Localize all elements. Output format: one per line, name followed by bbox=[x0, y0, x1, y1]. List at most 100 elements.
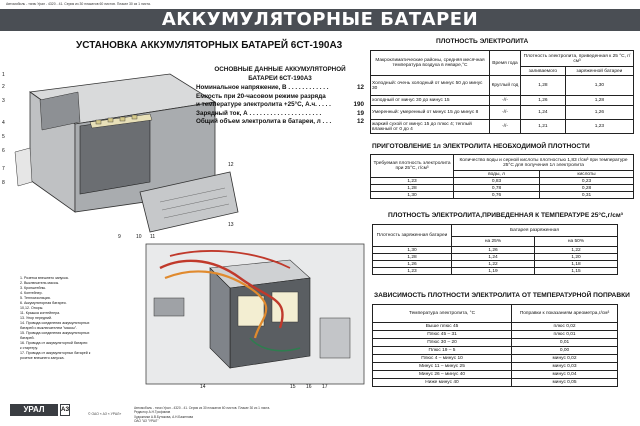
legend-item: 1. Розетка внешнего запуска. bbox=[20, 276, 69, 280]
installation-title: УСТАНОВКА АККУМУЛЯТОРНЫХ БАТАРЕЙ 6СТ-190… bbox=[76, 40, 343, 51]
reduced-density-table-title: ПЛОТНОСТЬ ЭЛЕКТРОЛИТА,ПРИВЕДЕННАЯ К ТЕМП… bbox=[388, 212, 623, 219]
density-table-title: ПЛОТНОСТЬ ЭЛЕКТРОЛИТА bbox=[436, 38, 529, 45]
header-acid: кислоты bbox=[539, 170, 634, 178]
callout-6: 6 bbox=[2, 148, 5, 154]
legend-item: 16. Провода от аккумуляторной батареи bbox=[20, 341, 88, 345]
temperature-correction-title: ЗАВИСИМОСТЬ ПЛОТНОСТИ ЭЛЕКТРОЛИТА ОТ ТЕМ… bbox=[374, 292, 630, 299]
wiring-drawing bbox=[145, 243, 365, 385]
callout-2: 2 bbox=[2, 84, 5, 90]
header-discharged: Батарея разряженная bbox=[451, 224, 618, 237]
legend-item: 3. Кронштейны. bbox=[20, 286, 47, 290]
callout-16: 16 bbox=[306, 384, 312, 390]
title-banner: АККУМУЛЯТОРНЫЕ БАТАРЕИ bbox=[0, 9, 640, 31]
legend-item: розетке внешнего запуска. bbox=[20, 356, 65, 360]
legend-item: 15. Провода соединения аккумуляторных bbox=[20, 331, 90, 335]
header-density: Плотность электролита, приведенная к 25 … bbox=[520, 50, 634, 67]
table-row: Умеренный: умеренный от минус 15 до мину… bbox=[370, 105, 635, 120]
preparation-table: Требуемая плотность электролита при 25°С… bbox=[370, 154, 634, 199]
footer-line: ОАО "АЗ "УРАЛ" bbox=[134, 419, 159, 424]
footer-credits: Автомобиль - тягач Урал - 4320 - 41. Сер… bbox=[134, 406, 270, 424]
callout-1: 1 bbox=[2, 72, 5, 78]
callout-14: 14 bbox=[200, 384, 206, 390]
legend-item: 6. Аккумуляторная батарея. bbox=[20, 301, 67, 305]
callout-10: 10 bbox=[136, 234, 142, 240]
legend-item: 14. Провода соединения аккумуляторных bbox=[20, 321, 90, 325]
legend-item: батарей с выключателем "массы". bbox=[20, 326, 78, 330]
header-water: воды, л bbox=[452, 170, 541, 178]
callout-11: 11 bbox=[150, 234, 155, 240]
parts-legend: 1. Розетка внешнего запуска. 2. Выключат… bbox=[20, 276, 150, 361]
header-correction: Поправки к показаниям ареометра,г/см³ bbox=[511, 304, 618, 323]
callout-15: 15 bbox=[290, 384, 296, 390]
spec-row: Емкость при 20-часовом режиме разряда bbox=[196, 92, 326, 100]
header-charged-density: Плотность заряженная батареи bbox=[372, 224, 452, 247]
legend-item: 11. Крышка контейнера. bbox=[20, 311, 61, 315]
callout-17: 17 bbox=[322, 384, 328, 390]
header-required-density: Требуемая плотность электролита при 25°С… bbox=[370, 154, 454, 178]
callout-12: 12 bbox=[228, 162, 234, 168]
spec-row: Общий объем электролита в батареи, л . .… bbox=[196, 118, 364, 126]
header-25: на 25% bbox=[451, 236, 535, 247]
reduced-density-table: Плотность заряженная батареи Батарея раз… bbox=[372, 224, 619, 275]
callout-8: 8 bbox=[2, 180, 5, 186]
density-table: Макроклиматические районы, средняя месяч… bbox=[370, 50, 635, 134]
legend-item: 4. Контейнер. bbox=[20, 291, 43, 295]
callout-7: 7 bbox=[2, 166, 5, 172]
battery-spec: ОСНОВНЫЕ ДАННЫЕ АККУМУЛЯТОРНОЙ БАТАРЕИ 6… bbox=[196, 66, 364, 127]
footer-line: Автомобиль - тягач Урал - 4320 - 41. Сер… bbox=[134, 406, 271, 410]
legend-item: 17. Провода от аккумуляторных батарей к bbox=[20, 351, 91, 355]
header-season: Время года bbox=[489, 50, 521, 76]
page-title: АККУМУЛЯТОРНЫЕ БАТАРЕИ bbox=[161, 9, 479, 30]
header-temperature: Температура электролита, °С bbox=[372, 304, 512, 323]
table-row: жаркий сухой от минус 15 до плюс 4; тепл… bbox=[370, 119, 635, 134]
spec-row: Номинальное напряжение, В . . . . . . . … bbox=[196, 84, 364, 91]
preparation-table-title: ПРИГОТОВЛЕНИЕ 1л ЭЛЕКТРОЛИТА НЕОБХОДИМОЙ… bbox=[372, 143, 590, 150]
header-quantity: Количество воды и серной кислоты плотнос… bbox=[453, 154, 634, 171]
battery-container-illustration: 1 2 3 4 5 6 7 8 9 10 11 12 13 bbox=[2, 72, 239, 240]
legend-item: 2. Выключатель массы. bbox=[20, 281, 60, 285]
footer-line: Редактор А.Н.Трофимов bbox=[134, 410, 171, 415]
container-drawing bbox=[14, 73, 239, 233]
header-charged: заряженной батареи bbox=[564, 66, 635, 76]
callout-13: 13 bbox=[228, 222, 234, 228]
az-logo: АЗ bbox=[60, 404, 70, 416]
top-note: Автомобиль - тягач Урал - 4320 - 41. Сер… bbox=[6, 2, 151, 6]
spec-row: и температуре электролита +25°С, А.ч. . … bbox=[196, 101, 364, 109]
callout-5: 5 bbox=[2, 134, 5, 140]
temperature-correction-table: Температура электролита, °С Поправки к п… bbox=[372, 304, 618, 387]
spec-row: Зарядный ток, А . . . . . . . . . . . . … bbox=[196, 109, 364, 117]
callout-3: 3 bbox=[2, 98, 5, 104]
footer-line: Художники А.В.Бутакова, А.Н.Баженова bbox=[134, 414, 194, 419]
table-row: холодный от минус 30 до минус 15-//-1,26… bbox=[370, 95, 635, 106]
callout-9: 9 bbox=[118, 234, 121, 240]
callout-4: 4 bbox=[2, 120, 5, 126]
legend-item: 13. Упор передний. bbox=[20, 316, 53, 320]
header-50: на 50% bbox=[533, 236, 619, 247]
legend-item: 10,12. Опоры. bbox=[20, 306, 44, 310]
legend-item: батарей. bbox=[20, 336, 35, 340]
table-row: Холодный: очень холодный от минус 50 до … bbox=[370, 75, 635, 96]
legend-item: к стартеру. bbox=[20, 346, 38, 350]
battery-wiring-illustration: 14 15 16 17 bbox=[145, 243, 365, 390]
legend-item: 5. Теплоизоляция. bbox=[20, 296, 51, 300]
footer-copyright: © ОАО « АЗ « УРАЛ» bbox=[88, 412, 122, 416]
ural-logo: УРАЛ bbox=[10, 404, 58, 416]
header-region: Макроклиматические районы, средняя месяч… bbox=[370, 50, 490, 76]
spec-heading-2: БАТАРЕИ 6СТ-190А3 bbox=[248, 75, 312, 82]
spec-heading-1: ОСНОВНЫЕ ДАННЫЕ АККУМУЛЯТОРНОЙ bbox=[214, 66, 346, 73]
